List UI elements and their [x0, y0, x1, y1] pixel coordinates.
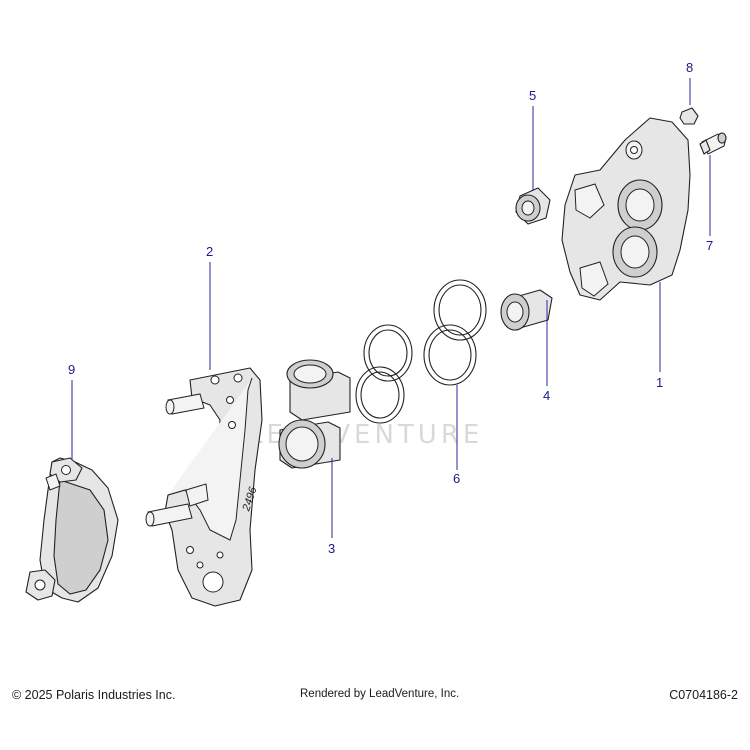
part-seals[interactable]	[423, 279, 487, 386]
part-seals-inner[interactable]	[355, 324, 413, 424]
footer-copyright: © 2025 Polaris Industries Inc.	[12, 688, 176, 702]
part-bushing[interactable]	[500, 289, 553, 331]
part-plug[interactable]	[515, 187, 551, 225]
callout-6[interactable]: 6	[453, 471, 460, 486]
callout-4[interactable]: 4	[543, 388, 550, 403]
part-bleeder-screw[interactable]	[699, 132, 727, 155]
callout-8[interactable]: 8	[686, 60, 693, 75]
callout-1[interactable]: 1	[656, 375, 663, 390]
callout-3[interactable]: 3	[328, 541, 335, 556]
callout-5[interactable]: 5	[529, 88, 536, 103]
footer-rendered-by: Rendered by LeadVenture, Inc.	[300, 688, 460, 700]
part-pistons[interactable]	[278, 359, 351, 469]
part-caliper-bracket[interactable]: 2496	[145, 367, 263, 607]
part-caliper-body[interactable]	[561, 117, 691, 301]
callout-9[interactable]: 9	[68, 362, 75, 377]
footer-drawing-code: C0704186-2	[669, 688, 738, 702]
part-brake-pads[interactable]	[25, 457, 119, 603]
callout-7[interactable]: 7	[706, 238, 713, 253]
part-cap[interactable]	[679, 107, 699, 125]
callout-2[interactable]: 2	[206, 244, 213, 259]
